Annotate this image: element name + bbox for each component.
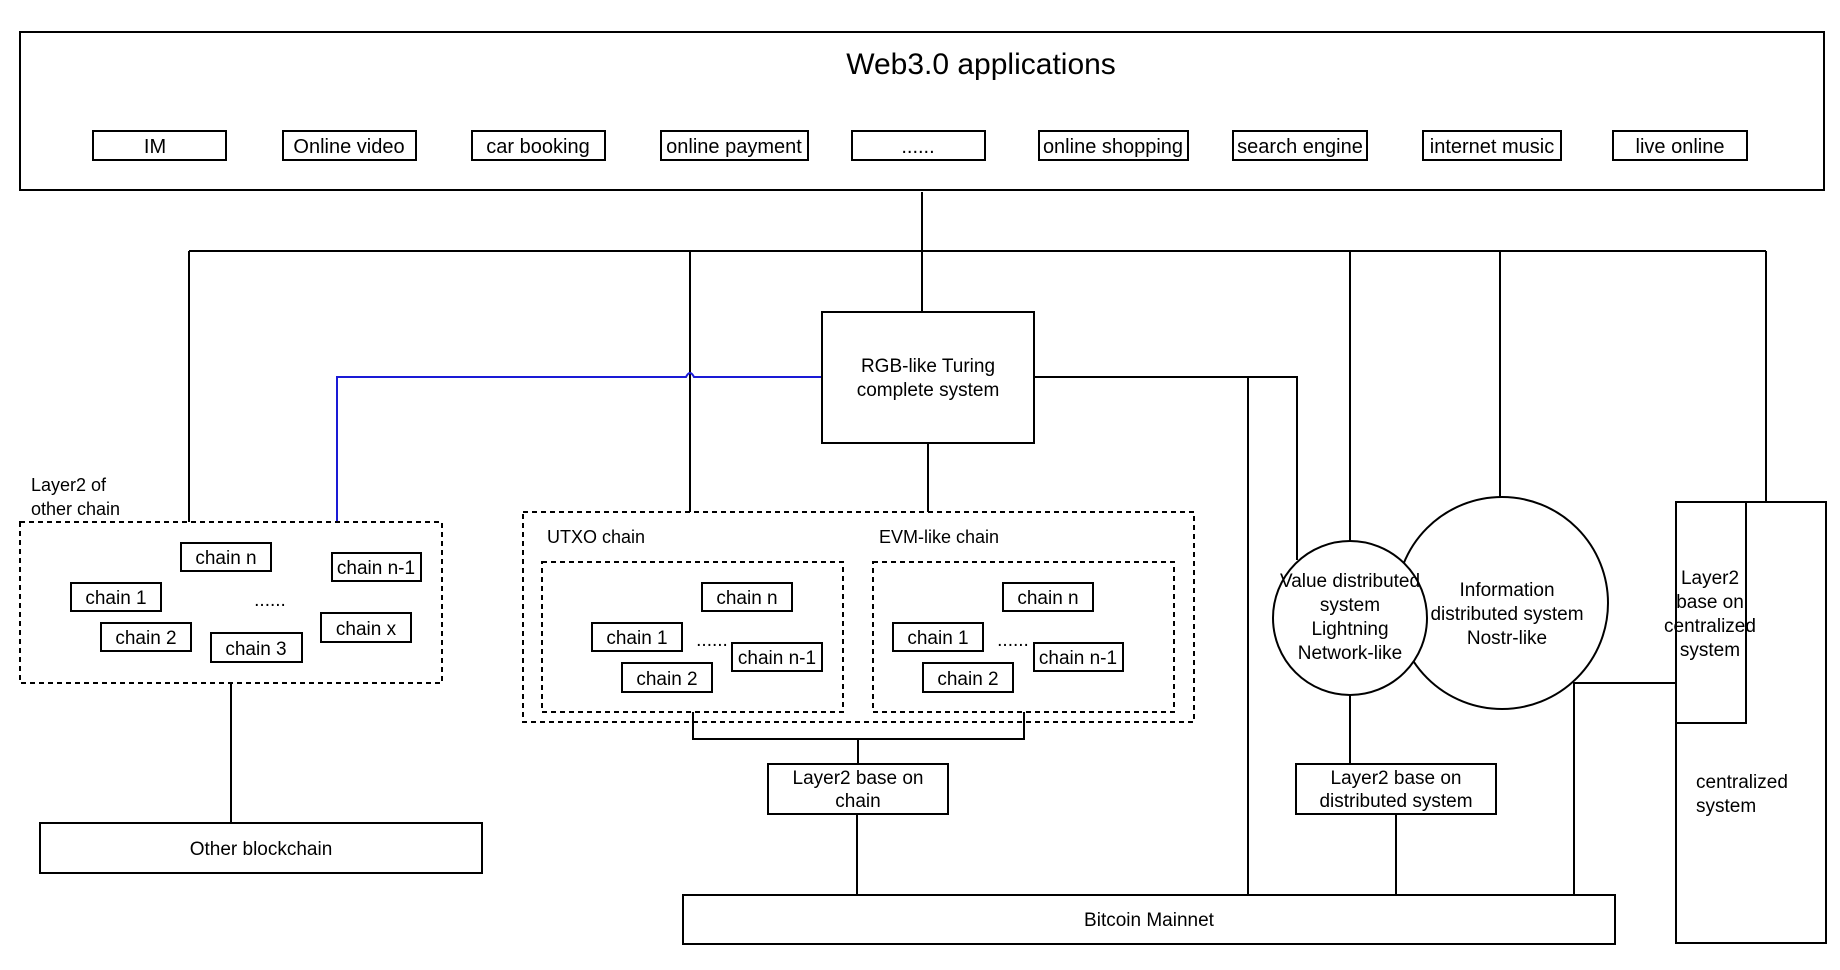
- utxo-chain-n-1-box: chain n-1: [731, 642, 823, 672]
- value-system-line4: Network-like: [1298, 643, 1403, 664]
- connectors: [188, 192, 1767, 895]
- app-im-label: IM: [144, 136, 166, 158]
- utxo-chain-label: UTXO chain: [547, 527, 645, 547]
- evm-chain-1-box: chain 1: [892, 622, 984, 652]
- evm-chain-label: EVM-like chain: [879, 527, 999, 547]
- evm-chain-n-1-box: chain n-1: [1033, 642, 1124, 672]
- app-online-video-box: Online video: [282, 130, 417, 161]
- other-blockchain-label: Other blockchain: [190, 839, 333, 860]
- other-chain-x-label: chain x: [336, 619, 397, 640]
- wire-rgb-right: [1034, 376, 1298, 560]
- utxo-chain-n-box: chain n: [701, 582, 793, 612]
- layer2-chain-line1: Layer2 base on: [793, 768, 924, 789]
- layer2-distributed-line2: distributed system: [1319, 791, 1472, 812]
- evm-chain-group: chain n chain 1 ...... chain 2 chain n-1: [872, 561, 1175, 713]
- app-internet-music-box: internet music: [1422, 130, 1562, 161]
- app-online-video-label: Online video: [293, 136, 404, 158]
- info-distributed-system-circle: Information distributed system Nostr-lik…: [1395, 496, 1609, 710]
- utxo-evm-container: [522, 511, 1195, 723]
- layer2-distributed-line1: Layer2 base on: [1331, 768, 1462, 789]
- rgb-label-line2: complete system: [857, 380, 1000, 401]
- utxo-evm-container-group: UTXO chain EVM-like chain chain n chain …: [522, 511, 1195, 723]
- utxo-chain-ellipsis: ......: [696, 630, 728, 651]
- utxo-chain-n-1-label: chain n-1: [738, 648, 816, 669]
- app-im-box: IM: [92, 130, 227, 161]
- app-live-online-label: live online: [1636, 136, 1725, 158]
- app-car-booking-label: car booking: [486, 136, 589, 158]
- centralized-line1: centralized: [1696, 772, 1788, 793]
- evm-chain-n-label: chain n: [1017, 588, 1078, 609]
- bitcoin-mainnet-label: Bitcoin Mainnet: [1084, 910, 1215, 931]
- app-online-shopping-label: online shopping: [1043, 136, 1183, 158]
- other-chain-3-label: chain 3: [225, 639, 286, 660]
- value-distributed-system-circle: Value distributed system Lightning Netwo…: [1272, 540, 1428, 696]
- utxo-chain-2-box: chain 2: [621, 662, 713, 693]
- utxo-chain-1-box: chain 1: [591, 622, 683, 652]
- other-layer2-container: [19, 521, 443, 684]
- app-search-engine-label: search engine: [1237, 136, 1363, 158]
- app-car-booking-box: car booking: [471, 130, 606, 161]
- other-layer2-label-line2: other chain: [31, 499, 120, 519]
- other-chain-1-label: chain 1: [85, 588, 146, 609]
- other-chain-2-box: chain 2: [100, 622, 192, 652]
- info-system-line2: distributed system: [1430, 604, 1583, 625]
- bitcoin-mainnet-box: Bitcoin Mainnet: [682, 894, 1616, 945]
- value-system-line3: Lightning: [1311, 619, 1388, 640]
- value-system-line2: system: [1320, 595, 1380, 616]
- rgb-label-line1: RGB-like Turing: [861, 356, 995, 377]
- other-chain-n-box: chain n: [180, 542, 272, 572]
- layer2-centralized-line4: system: [1680, 640, 1740, 661]
- layer2-centralized-box: Layer2 base on centralized system: [1664, 501, 1756, 724]
- evm-chain-2-box: chain 2: [922, 662, 1014, 693]
- layer2-base-on-distributed-box: Layer2 base on distributed system: [1295, 763, 1497, 815]
- utxo-chain-group: chain n chain 1 ...... chain 2 chain n-1: [541, 561, 844, 713]
- other-layer2-label-line1: Layer2 of: [31, 475, 107, 495]
- layer2-centralized-line1: Layer2: [1681, 568, 1739, 589]
- other-layer2-group: Layer2 of other chain chain n chain n-1 …: [19, 475, 443, 684]
- wire-layer2-centralized-to-bitcoin: [1573, 682, 1676, 895]
- layer2-chain-line2: chain: [835, 791, 880, 812]
- app-online-payment-box: online payment: [660, 130, 809, 161]
- utxo-chain-2-label: chain 2: [636, 669, 697, 690]
- info-system-line1: Information: [1459, 580, 1554, 601]
- other-blockchain-box: Other blockchain: [39, 822, 483, 874]
- app-online-shopping-box: online shopping: [1038, 130, 1189, 161]
- utxo-chain-n-label: chain n: [716, 588, 777, 609]
- utxo-chain-1-label: chain 1: [606, 628, 667, 649]
- app-search-engine-box: search engine: [1232, 130, 1368, 161]
- wire-rgb-to-other-layer2: [336, 372, 822, 522]
- layer2-centralized-line2: base on: [1676, 592, 1744, 613]
- layer2-base-on-chain-box: Layer2 base on chain: [767, 763, 949, 815]
- other-chain-x-box: chain x: [320, 612, 412, 643]
- app-live-online-box: live online: [1612, 130, 1748, 161]
- evm-chain-1-label: chain 1: [907, 628, 968, 649]
- evm-chain-2-label: chain 2: [937, 669, 998, 690]
- info-system-line3: Nostr-like: [1467, 628, 1547, 649]
- web3-title: Web3.0 applications: [846, 48, 1116, 81]
- other-chain-3-box: chain 3: [210, 632, 303, 663]
- layer2-centralized-line3: centralized: [1664, 616, 1756, 637]
- wire-bracket-utxo-evm: [692, 712, 1025, 740]
- app-more-label: ......: [901, 136, 934, 158]
- app-internet-music-label: internet music: [1430, 136, 1555, 158]
- other-chain-2-label: chain 2: [115, 628, 176, 649]
- other-chain-n-label: chain n: [195, 548, 256, 569]
- app-more-box: ......: [851, 130, 986, 161]
- app-online-payment-label: online payment: [666, 136, 802, 158]
- evm-chain-ellipsis: ......: [997, 630, 1029, 651]
- other-chain-1-box: chain 1: [70, 582, 162, 612]
- rgb-turing-system-box: RGB-like Turing complete system: [821, 311, 1035, 444]
- value-system-line1: Value distributed: [1280, 571, 1420, 592]
- web3-applications-panel: Web3.0 applications IM Online video car …: [19, 31, 1825, 191]
- centralized-line2: system: [1696, 796, 1756, 817]
- other-chain-n-1-label: chain n-1: [337, 558, 415, 579]
- evm-chain-n-box: chain n: [1002, 582, 1094, 612]
- other-chain-n-1-box: chain n-1: [331, 552, 422, 582]
- other-chain-ellipsis: ......: [254, 590, 286, 611]
- evm-chain-n-1-label: chain n-1: [1039, 648, 1117, 669]
